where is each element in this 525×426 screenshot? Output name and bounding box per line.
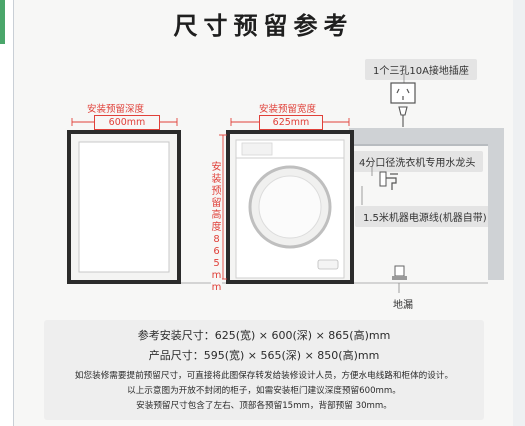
right-scrollbar[interactable] bbox=[512, 0, 525, 426]
note-line: 安装预留尺寸包含了左右、顶部各预留15mm，背部预留 30mm。 bbox=[136, 401, 392, 411]
depth-value: 600mm bbox=[94, 115, 160, 130]
installation-diagram bbox=[67, 73, 504, 293]
countertop bbox=[349, 128, 504, 144]
note-line: 以上示意图为开放不封闭的柜子，如需安装柜门建议深度预留600mm。 bbox=[127, 386, 401, 396]
front-view-cabinet bbox=[226, 130, 354, 284]
faucet-icon bbox=[379, 171, 398, 190]
width-label: 安装预留宽度 bbox=[259, 104, 317, 115]
socket-callout: 1个三孔10A接地插座 bbox=[365, 59, 477, 80]
floor-drain-icon bbox=[392, 265, 407, 293]
power-plug-icon bbox=[398, 106, 408, 127]
reference-size: 参考安装尺寸：625(宽) × 600(深) × 865(高)mm bbox=[137, 329, 391, 342]
dimension-sheet: 尺寸预留参考 1个三孔10A接地插座 4分口径洗衣机专用水龙头 1.5米机器电源… bbox=[14, 0, 513, 426]
height-label: 安装预留高度865mm bbox=[211, 162, 222, 294]
floor-drain-label: 地漏 bbox=[393, 300, 413, 311]
note-line: 如您装修需要提前预留尺寸，可直接将此图保存转发给装修设计人员，方便水电线路和柜体… bbox=[74, 371, 454, 381]
wall-socket-icon bbox=[390, 82, 416, 104]
spec-panel: 参考安装尺寸：625(宽) × 600(深) × 865(高)mm 产品尺寸：5… bbox=[44, 320, 484, 420]
side-view-cabinet bbox=[67, 130, 181, 284]
faucet-callout: 4分口径洗衣机专用水龙头 bbox=[351, 151, 484, 172]
left-window-edge bbox=[0, 0, 14, 426]
edge-accent bbox=[0, 0, 5, 44]
page-title: 尺寸预留参考 bbox=[173, 12, 354, 40]
width-value: 625mm bbox=[259, 115, 323, 130]
depth-label: 安装预留深度 bbox=[87, 104, 145, 115]
cabinet-side-panel bbox=[488, 128, 504, 280]
power-cord-callout: 1.5米机器电源线(机器自带) bbox=[355, 206, 495, 227]
product-size: 产品尺寸：595(宽) × 565(深) × 850(高)mm bbox=[148, 349, 380, 362]
